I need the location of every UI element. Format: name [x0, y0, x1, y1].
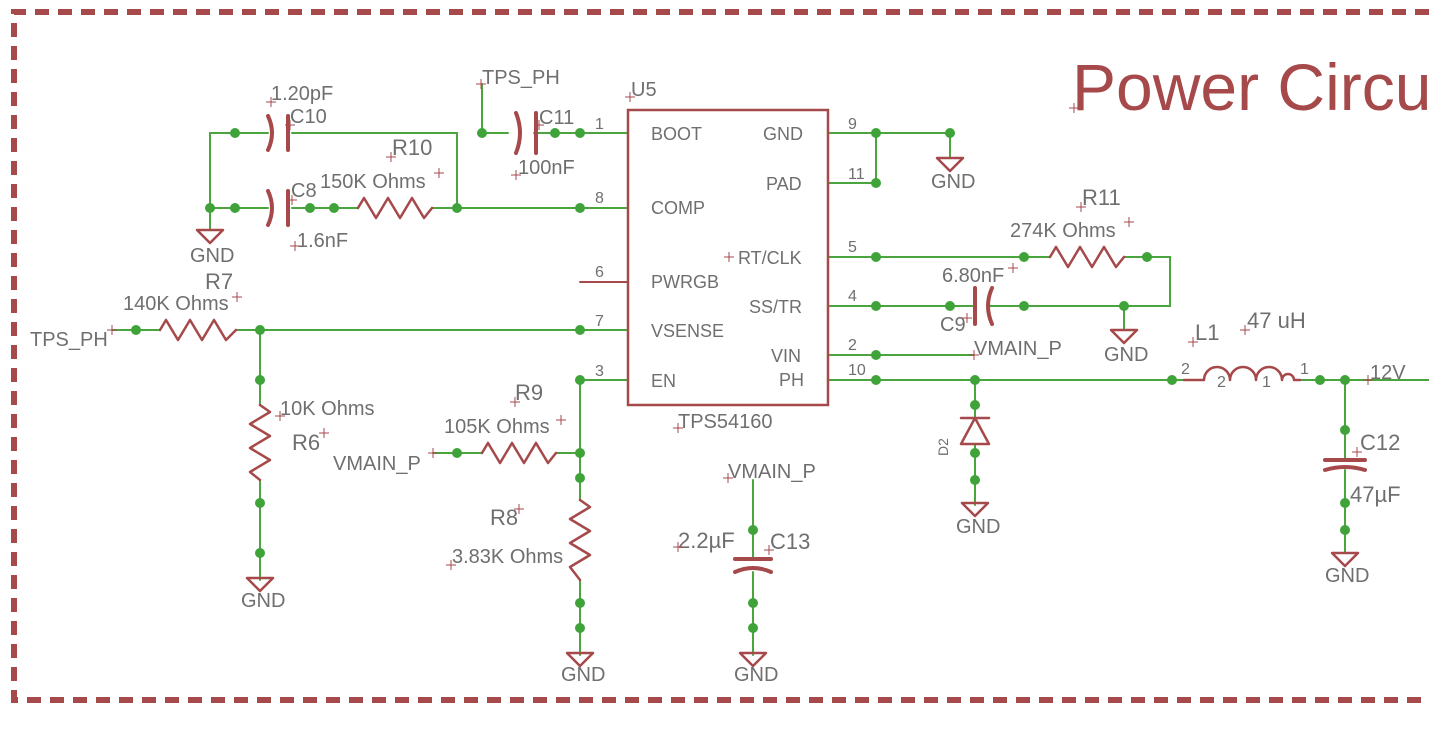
pin-number: 3 [595, 363, 604, 380]
r10-value: 150K Ohms [320, 171, 426, 193]
r11-ref: R11 [1082, 185, 1121, 210]
gnd-label: GND [561, 664, 605, 686]
c11-ref: C11 [539, 107, 574, 129]
c8-value: 1.6nF [297, 230, 348, 252]
c12-ref: C12 [1360, 430, 1400, 455]
pin-name: EN [651, 371, 676, 391]
c11-value: 100nF [518, 157, 575, 179]
gnd-label: GND [734, 664, 778, 686]
r7-ref: R7 [205, 269, 233, 294]
pin-number: 1 [595, 116, 604, 133]
pin-number: 9 [848, 116, 857, 133]
pin-name: COMP [651, 198, 705, 218]
l1-inner-right: 1 [1262, 374, 1271, 391]
resistor-r9[interactable]: R9 105K Ohms [444, 380, 566, 465]
gnd-label: GND [1325, 565, 1369, 587]
capacitor-c13[interactable]: 2.2µF C13 [673, 528, 810, 574]
pin-number: 11 [848, 166, 865, 183]
r6-value: 10K Ohms [280, 398, 374, 420]
capacitor-c8[interactable]: C8 1.6nF [266, 180, 348, 252]
gnd-label: GND [1104, 344, 1148, 366]
r8-value: 3.83K Ohms [452, 546, 563, 568]
gnd-label: GND [931, 171, 975, 193]
r9-value: 105K Ohms [444, 416, 550, 438]
pin-number: 5 [848, 239, 857, 256]
net-label-12v: 12V [1370, 362, 1406, 384]
inductor-l1[interactable]: L1 47 uH 2 1 2 1 [1181, 308, 1309, 391]
gnd-label: GND [241, 590, 285, 612]
l1-value: 47 uH [1247, 308, 1306, 333]
ic-value: TPS54160 [678, 411, 773, 433]
pin-number: 7 [595, 313, 604, 330]
junction-dots [131, 128, 1350, 633]
r9-ref: R9 [515, 380, 543, 405]
net-label-vmain-p: VMAIN_P [728, 461, 816, 483]
resistor-r7[interactable]: R7 140K Ohms [123, 269, 242, 342]
c12-value: 47µF [1350, 482, 1401, 507]
c10-value: 1.20pF [271, 83, 333, 105]
net-label-tps-ph: TPS_PH [482, 67, 560, 89]
capacitor-c10[interactable]: 1.20pF C10 [266, 83, 333, 152]
pin-number: 6 [595, 264, 604, 281]
c10-ref: C10 [290, 106, 327, 128]
net-label-vmain-p: VMAIN_P [333, 453, 421, 475]
wires [111, 83, 1429, 656]
c8-ref: C8 [291, 180, 317, 202]
resistor-r8[interactable]: R8 3.83K Ohms [446, 498, 592, 582]
pin-number: 8 [595, 190, 604, 207]
pin-name: VIN [771, 346, 801, 366]
r11-value: 274K Ohms [1010, 220, 1116, 242]
pin-number: 2 [848, 337, 857, 354]
gnd-label: GND [956, 516, 1000, 538]
l1-pin-left: 2 [1181, 361, 1190, 378]
c9-value: 6.80nF [942, 265, 1004, 287]
r6-ref: R6 [292, 430, 320, 455]
capacitor-c11[interactable]: C11 100nF [511, 107, 575, 180]
ic-ref: U5 [631, 79, 657, 101]
diode-d2[interactable]: D2 [935, 416, 991, 456]
sheet-title: Power Circu [1072, 50, 1429, 124]
sheet-frame [11, 9, 1429, 703]
gnd-label: GND [190, 245, 234, 267]
l1-ref: L1 [1195, 320, 1219, 345]
pin-name: PH [779, 370, 804, 390]
pin-name: PAD [766, 174, 802, 194]
capacitor-c9[interactable]: 6.80nF C9 [940, 263, 1018, 336]
pin-name: BOOT [651, 124, 702, 144]
l1-inner-left: 2 [1217, 374, 1226, 391]
net-label-tps-ph: TPS_PH [30, 329, 108, 351]
c13-value: 2.2µF [678, 528, 735, 553]
r7-value: 140K Ohms [123, 293, 229, 315]
capacitor-c12[interactable]: C12 47µF [1323, 430, 1401, 507]
resistor-r6[interactable]: 10K Ohms R6 [248, 398, 374, 482]
pin-name: SS/TR [749, 297, 802, 317]
pin-name: RT/CLK [738, 248, 802, 268]
c13-ref: C13 [770, 529, 810, 554]
ground-symbols [195, 156, 1360, 668]
pin-name: PWRGB [651, 272, 719, 292]
r10-ref: R10 [392, 135, 432, 160]
ic-u5[interactable]: U5 TPS54160 1 BOOT 8 COMP 6 PWRGB 7 VSEN… [595, 79, 866, 433]
pin-number: 10 [848, 362, 866, 379]
pin-number: 4 [848, 288, 857, 305]
resistor-r11[interactable]: R11 274K Ohms [1010, 185, 1134, 269]
r8-ref: R8 [490, 505, 518, 530]
title-origin-marker [1069, 103, 1079, 113]
l1-pin-right: 1 [1300, 361, 1309, 378]
pin-name: VSENSE [651, 321, 724, 341]
resistor-r10[interactable]: R10 150K Ohms [320, 135, 444, 220]
pin-name: GND [763, 124, 803, 144]
ic-body [626, 108, 830, 407]
d2-ref: D2 [935, 438, 951, 456]
net-label-vmain-p: VMAIN_P [974, 338, 1062, 360]
c9-ref: C9 [940, 314, 966, 336]
